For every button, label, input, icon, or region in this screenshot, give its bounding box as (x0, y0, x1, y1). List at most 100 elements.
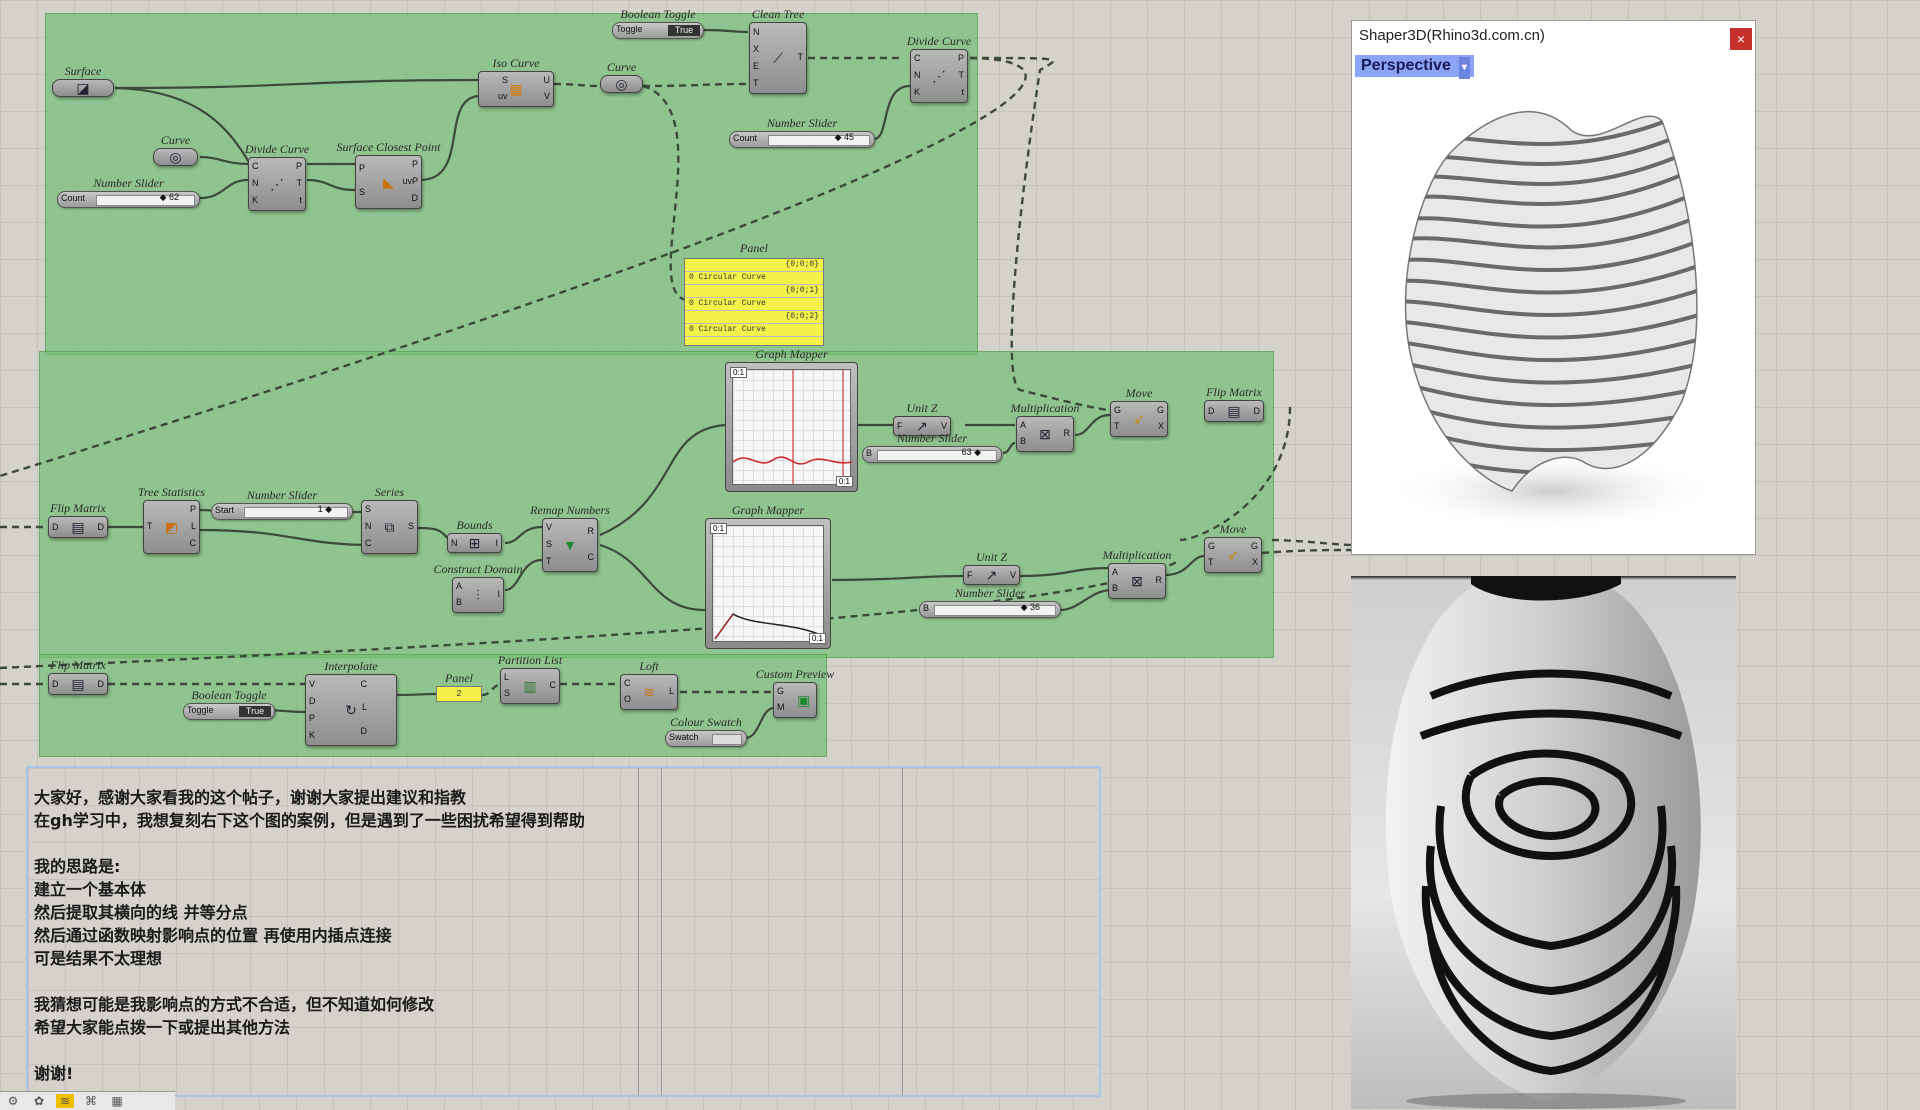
component-title: Divide Curve (244, 142, 310, 156)
component-title: Surface Closest Point (336, 140, 441, 154)
boolean-toggle-b[interactable]: Boolean Toggle Toggle True (183, 688, 275, 720)
rhino-viewport-window[interactable]: Shaper3D(Rhino3d.com.cn) × Perspective▾ (1351, 20, 1756, 555)
graph-mapper-a[interactable]: Graph Mapper 0:1 0:1 (725, 347, 858, 492)
boolean-toggle-a[interactable]: Boolean Toggle Toggle True (612, 7, 704, 39)
flip-matrix-b[interactable]: Flip Matrix D D ▤ (48, 501, 108, 538)
viewport-tab-perspective[interactable]: Perspective▾ (1355, 55, 1474, 79)
chevron-down-icon[interactable]: ▾ (1458, 57, 1470, 79)
loft[interactable]: Loft C O L ≋ (620, 659, 678, 710)
partition-icon: ▥ (523, 678, 537, 694)
note-line: 希望大家能点拨一下或提出其他方法 (34, 1018, 291, 1037)
colour-swatch[interactable]: Colour Swatch Swatch (665, 715, 747, 747)
remap-numbers[interactable]: Remap Numbers V S T R C ▼ (530, 503, 610, 572)
component-title: Multiplication (1010, 401, 1080, 415)
note-text: 大家好，感谢大家看我的这个帖子，谢谢大家提出建议和指教 在gh学习中，我想复刻右… (34, 786, 585, 1085)
unit-z-b[interactable]: Unit Z F V ↗ (963, 550, 1020, 585)
note-line: 建立一个基本体 (34, 880, 147, 899)
tool-icon[interactable]: ▦ (111, 1094, 123, 1108)
wire (1261, 548, 1352, 555)
panel-a[interactable]: Panel {0;0;0} 0 Circular Curve {0;0;1} 0… (684, 241, 824, 346)
bounds-icon: ⊞ (468, 535, 481, 551)
graph-curve (714, 613, 824, 640)
flip-matrix-a[interactable]: Flip Matrix D D ▤ (1204, 385, 1264, 422)
multiplication-a[interactable]: Multiplication A B R ⊠ (1011, 401, 1079, 452)
custom-preview[interactable]: Custom Preview G M ▣ (756, 667, 834, 718)
series-icon: ⧉ (384, 519, 395, 535)
note-line (34, 832, 585, 855)
tool-icon[interactable]: ⚙ (7, 1094, 19, 1108)
clean-tree[interactable]: Clean Tree N X E T T ⟋ (749, 7, 807, 94)
interpolate-icon: ↻ (345, 702, 357, 718)
swatch-color[interactable] (712, 734, 742, 745)
move-a[interactable]: Move G T G X ➶ (1110, 386, 1168, 437)
flip-matrix-c[interactable]: Flip Matrix D D ▤ (48, 658, 108, 695)
vase-photo (1385, 576, 1701, 1109)
interpolate[interactable]: Interpolate V D P K C L D ↻ (305, 659, 397, 746)
surface-closest-point[interactable]: Surface Closest Point P S P uvP D ◣ (337, 140, 441, 209)
partition-list[interactable]: Partition List L S C ▥ (498, 653, 562, 704)
unit-z-a[interactable]: Unit Z F V ↗ (893, 401, 951, 436)
move-b[interactable]: Move G T G X ➶ (1204, 522, 1262, 573)
tree-statistics[interactable]: Tree Statistics T P L C ◩ (138, 485, 205, 554)
slider-track[interactable] (934, 605, 1056, 616)
curve-icon: ◎ (169, 149, 182, 165)
graph-plot[interactable] (732, 369, 852, 485)
divide-curve-a[interactable]: Divide Curve C N K P T t ⋰ (245, 142, 309, 211)
component-title: Remap Numbers (530, 503, 610, 517)
number-slider-b-a[interactable]: Number Slider B 63 ◆ (862, 431, 1002, 463)
note-line: 我猜想可能是我影响点的方式不合适，但不知道如何修改 (34, 995, 435, 1014)
number-slider-count-b[interactable]: Number Slider Count ◆ 45 (729, 116, 875, 148)
multiplication-b[interactable]: Multiplication A B R ⊠ (1103, 548, 1171, 599)
component-title: Unit Z (906, 401, 938, 415)
component-title: Tree Statistics (137, 485, 206, 499)
toggle-value[interactable]: True (239, 706, 271, 717)
vase-wireframe-render (1382, 111, 1722, 531)
toggle-value[interactable]: True (668, 25, 700, 36)
component-title: Clean Tree (751, 7, 805, 21)
slider-track[interactable] (96, 195, 195, 206)
slider-track[interactable] (244, 507, 348, 518)
preview-icon: ▣ (797, 692, 811, 708)
graph-mapper-b[interactable]: Graph Mapper 0:1 0:1 (705, 503, 831, 649)
component-title: Boolean Toggle (620, 7, 696, 21)
component-title: Iso Curve (492, 56, 540, 70)
note-line (34, 970, 585, 993)
closest-point-icon: ◣ (383, 174, 394, 190)
number-slider-b-b[interactable]: Number Slider B ◆ 36 (919, 586, 1061, 618)
component-title: Panel (740, 241, 768, 255)
clean-tree-icon: ⟋ (773, 50, 783, 66)
number-slider-count-a[interactable]: Number Slider Count ◆ 62 (57, 176, 200, 208)
tool-icon[interactable]: ≋ (56, 1094, 74, 1108)
note-line: 然后通过函数映射影响点的位置 再使用内插点连接 (34, 926, 392, 945)
panel-row: {0;0;1} (685, 285, 823, 298)
component-title: Partition List (497, 653, 563, 667)
component-title: Number Slider (954, 586, 1026, 600)
slider-track[interactable] (877, 450, 997, 461)
curve-param-b[interactable]: Curve ◎ (600, 60, 643, 93)
component-title: Flip Matrix (50, 501, 106, 515)
slider-value: ◆ 36 (1020, 602, 1040, 612)
multiply-icon: ⊠ (1039, 426, 1051, 442)
component-title: Colour Swatch (670, 715, 742, 729)
surface-param[interactable]: Surface ◪ (52, 64, 114, 97)
iso-curve[interactable]: Iso Curve S uv U V ▦ (478, 56, 554, 107)
graph-plot[interactable] (712, 525, 824, 642)
slider-track[interactable] (768, 135, 870, 146)
close-icon[interactable]: × (1730, 28, 1752, 50)
tool-icon[interactable]: ✿ (33, 1094, 45, 1108)
tool-icon[interactable]: ⌘ (85, 1094, 97, 1108)
component-title: Curve (160, 133, 191, 147)
divide-curve-b[interactable]: Divide Curve C N K P T t ⋰ (907, 34, 971, 103)
bottom-toolbar[interactable]: ⚙ ✿ ≋ ⌘ ▦ (0, 1091, 175, 1110)
series[interactable]: Series S N C S ⧉ (361, 485, 418, 554)
slider-value: ◆ 62 (159, 192, 179, 202)
curve-icon: ◎ (615, 76, 628, 92)
number-slider-start[interactable]: Number Slider Start 1 ◆ (211, 488, 353, 520)
construct-domain[interactable]: Construct Domain A B I ⫶ (433, 562, 523, 613)
panel-b[interactable]: Panel 2 (436, 671, 482, 702)
note-group[interactable]: 大家好，感谢大家看我的这个帖子，谢谢大家提出建议和指教 在gh学习中，我想复刻右… (26, 766, 1101, 1097)
component-title: Graph Mapper (755, 347, 828, 361)
curve-param-a[interactable]: Curve ◎ (153, 133, 198, 166)
bounds[interactable]: Bounds N I ⊞ (447, 518, 502, 553)
